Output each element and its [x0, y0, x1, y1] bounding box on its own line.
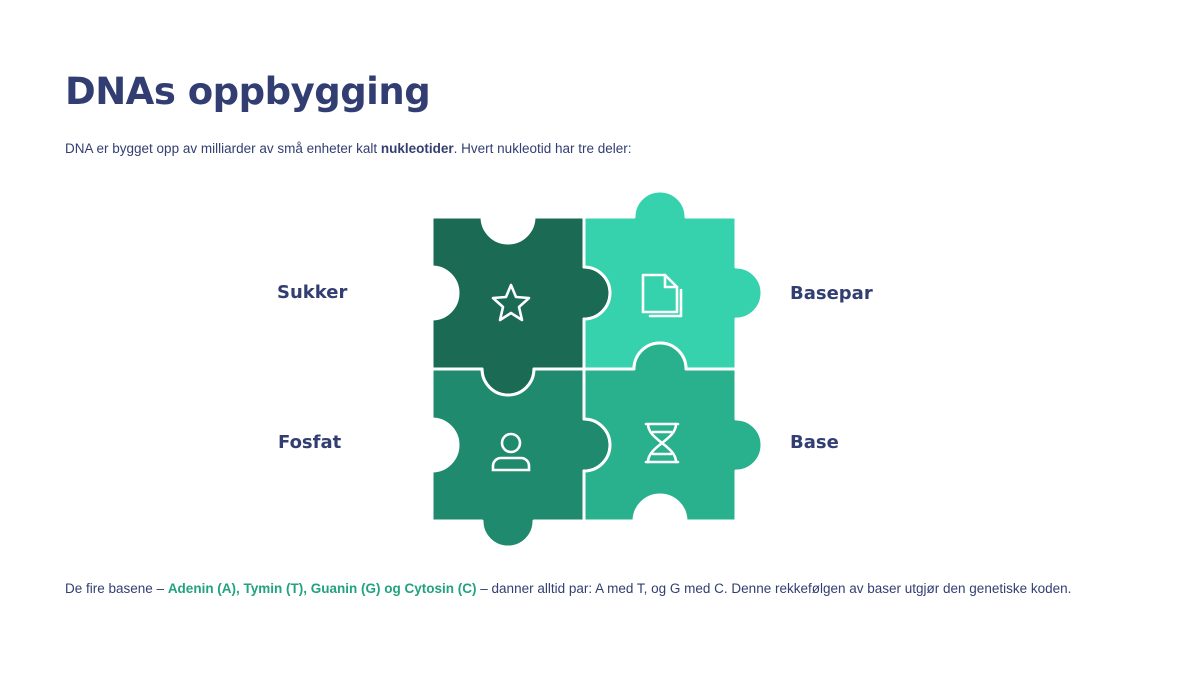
intro-text-start: DNA er bygget opp av milliarder av små e… — [65, 141, 381, 156]
label-fosfat: Fosfat — [278, 432, 342, 453]
document-icon — [641, 273, 683, 318]
star-icon — [491, 283, 531, 322]
user-icon — [491, 432, 531, 472]
page-title: DNAs oppbygging — [65, 70, 431, 113]
intro-text-bold: nukleotider — [380, 141, 454, 156]
label-base: Base — [790, 432, 839, 453]
footer-text-start: De fire basene – — [65, 581, 168, 596]
footer-text: De fire basene – Adenin (A), Tymin (T), … — [65, 581, 1071, 596]
puzzle-piece-basepar — [582, 189, 764, 371]
label-basepar: Basepar — [790, 283, 873, 304]
footer-text-end: – danner alltid par: A med T, og G med C… — [476, 581, 1072, 596]
intro-text-end: . Hvert nukleotid har tre deler: — [453, 141, 632, 156]
footer-bases-highlight: Adenin (A), Tymin (T), Guanin (G) og Cyt… — [167, 581, 477, 596]
intro-text: DNA er bygget opp av milliarder av små e… — [65, 141, 632, 156]
label-sukker: Sukker — [277, 282, 348, 303]
dna-icon — [644, 422, 680, 464]
